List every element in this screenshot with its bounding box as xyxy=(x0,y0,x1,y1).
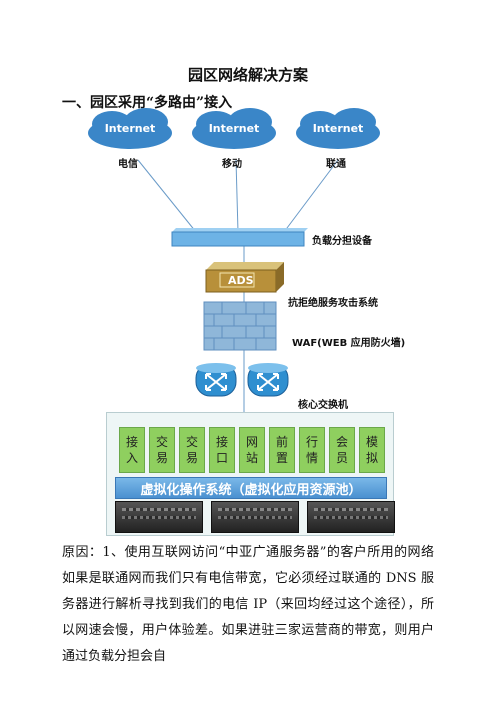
load-balancer-icon xyxy=(171,228,308,247)
app-box-frontend: 前置 xyxy=(269,427,295,473)
app-box-member: 会员 xyxy=(329,427,355,473)
cloud-label: Internet xyxy=(104,122,156,135)
load-balancer-label: 负载分担设备 xyxy=(312,236,372,247)
waf-label: WAF(WEB 应用防火墙) xyxy=(292,338,406,349)
section-heading: 一、园区采用“多路由”接入 xyxy=(62,95,233,111)
server-icon xyxy=(307,501,395,533)
cloud-label: Internet xyxy=(208,122,260,135)
core-switch-icon xyxy=(247,363,289,397)
reason-text: 原因：1、使用互联网访问“中亚广通服务器”的客户所用的网络如果是联通网而我们只有… xyxy=(62,545,434,664)
isp-label-unicom: 联通 xyxy=(326,159,346,170)
app-box-access: 接入 xyxy=(119,427,145,473)
app-box-simulation: 模拟 xyxy=(359,427,385,473)
link-line xyxy=(137,159,197,233)
app-box-interface: 接口 xyxy=(209,427,235,473)
firewall-icon xyxy=(203,301,277,351)
server-icon xyxy=(115,501,203,533)
server-rack xyxy=(115,501,395,533)
server-icon xyxy=(211,501,299,533)
app-box-website: 网站 xyxy=(239,427,265,473)
app-box-trade-2: 交易 xyxy=(179,427,205,473)
page-title: 园区网络解决方案 xyxy=(187,66,308,84)
anti-ddos-label: 抗拒绝服务攻击系统 xyxy=(288,298,378,309)
resource-pool-panel: 接入 交易 交易 接口 网站 前置 行情 会员 模拟 虚拟化操作系统（虚拟化应用… xyxy=(106,412,395,536)
cloud-icon xyxy=(88,108,172,149)
app-box-trade-1: 交易 xyxy=(149,427,175,473)
isp-label-telecom: 电信 xyxy=(118,159,138,170)
core-switch-icon xyxy=(195,363,237,397)
virtualization-bar: 虚拟化操作系统（虚拟化应用资源池） xyxy=(115,477,387,499)
cloud-label: Internet xyxy=(312,122,364,135)
cloud-icon xyxy=(296,108,380,149)
core-switch-label: 核心交换机 xyxy=(298,400,348,411)
app-box-market: 行情 xyxy=(299,427,325,473)
cloud-icon xyxy=(192,108,276,149)
ads-label: ADS xyxy=(228,274,254,287)
link-line xyxy=(235,159,239,233)
isp-label-mobile: 移动 xyxy=(222,159,242,170)
ads-device-icon xyxy=(205,262,284,293)
body-paragraph: 原因：1、使用互联网访问“中亚广通服务器”的客户所用的网络如果是联通网而我们只有… xyxy=(62,540,434,670)
link-line xyxy=(283,159,339,233)
app-list: 接入 交易 交易 接口 网站 前置 行情 会员 模拟 xyxy=(119,427,385,473)
